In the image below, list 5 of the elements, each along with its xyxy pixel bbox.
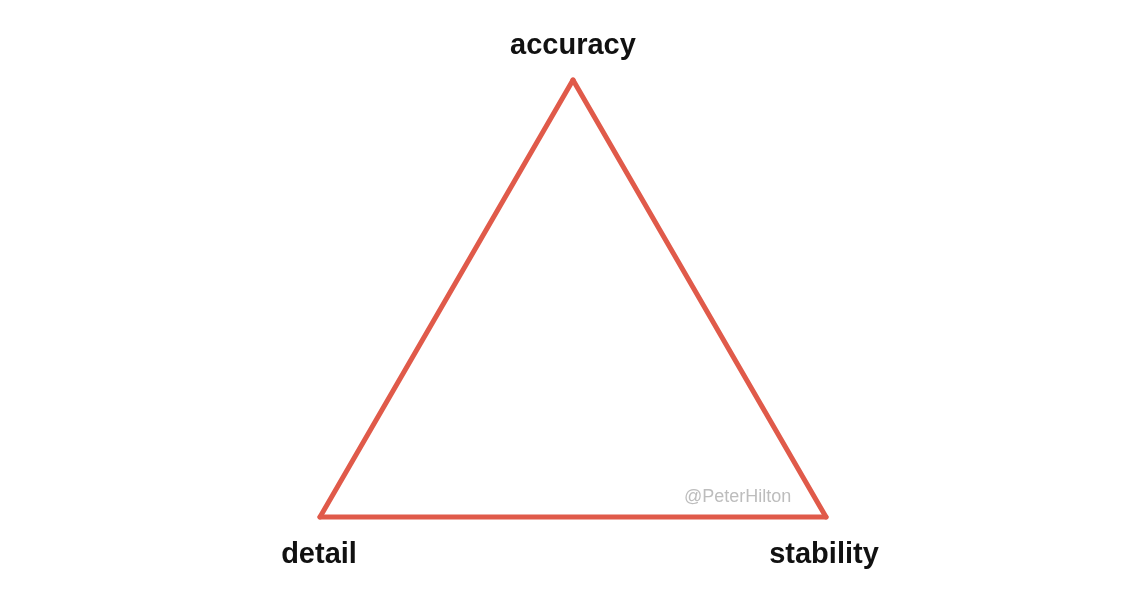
triangle-side-line [570,77,829,520]
corner-label: stability [769,538,879,570]
corner-label: detail [281,538,357,570]
corner-label: accuracy [510,29,636,61]
author-credit: @PeterHilton [684,487,792,507]
